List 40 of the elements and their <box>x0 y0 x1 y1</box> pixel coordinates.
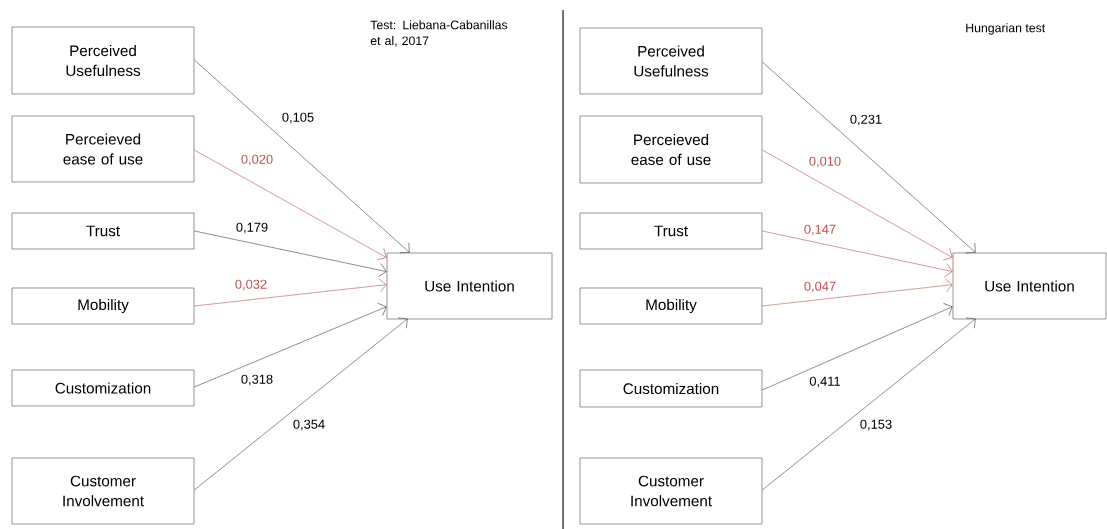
arrow <box>194 302 387 388</box>
edge-label: 0,047 <box>804 281 836 293</box>
edge-label: 0,179 <box>236 222 268 234</box>
note: Test: Liebana-Cabanillas et al, 2017 <box>370 20 508 47</box>
arrow <box>762 149 953 261</box>
arrow <box>194 317 408 491</box>
factor-box: Perceieved ease of use <box>11 115 195 183</box>
factor-box: Mobility <box>11 287 195 325</box>
arrow <box>762 61 976 254</box>
factor-box: Customer Involvement <box>11 457 195 525</box>
factor-box: Trust <box>579 212 763 250</box>
factor-box: Customization <box>579 369 763 408</box>
arrow <box>762 230 953 277</box>
arrow <box>762 303 953 391</box>
note: Hungarian test <box>966 23 1046 35</box>
arrow <box>194 230 387 277</box>
edge-label: 0,020 <box>241 154 273 166</box>
factor-box: Trust <box>11 212 195 250</box>
arrow <box>762 278 953 307</box>
edge-label: 0,354 <box>293 419 325 431</box>
factor-box: Perceieved ease of use <box>579 115 763 184</box>
factor-box: Customization <box>11 369 195 407</box>
arrow <box>194 149 387 261</box>
edge-label: 0,032 <box>235 279 267 291</box>
factor-box: Mobility <box>579 287 763 325</box>
edge-label: 0,010 <box>809 156 841 168</box>
factor-box: Use Intention <box>952 252 1107 320</box>
factor-box: Perceived Usefulness <box>11 26 195 95</box>
factor-box: Customer Involvement <box>579 457 763 525</box>
edge-label: 0,411 <box>809 376 840 388</box>
edge-label: 0,153 <box>860 419 892 431</box>
edge-label: 0,147 <box>804 224 836 236</box>
factor-box: Perceived Usefulness <box>579 27 763 95</box>
factor-box: Use Intention <box>386 252 553 320</box>
arrow <box>762 317 976 491</box>
arrow <box>194 278 387 307</box>
edge-label: 0,105 <box>282 112 314 124</box>
edge-label: 0,231 <box>850 114 882 126</box>
edge-label: 0,318 <box>241 374 273 386</box>
arrow <box>194 59 410 254</box>
